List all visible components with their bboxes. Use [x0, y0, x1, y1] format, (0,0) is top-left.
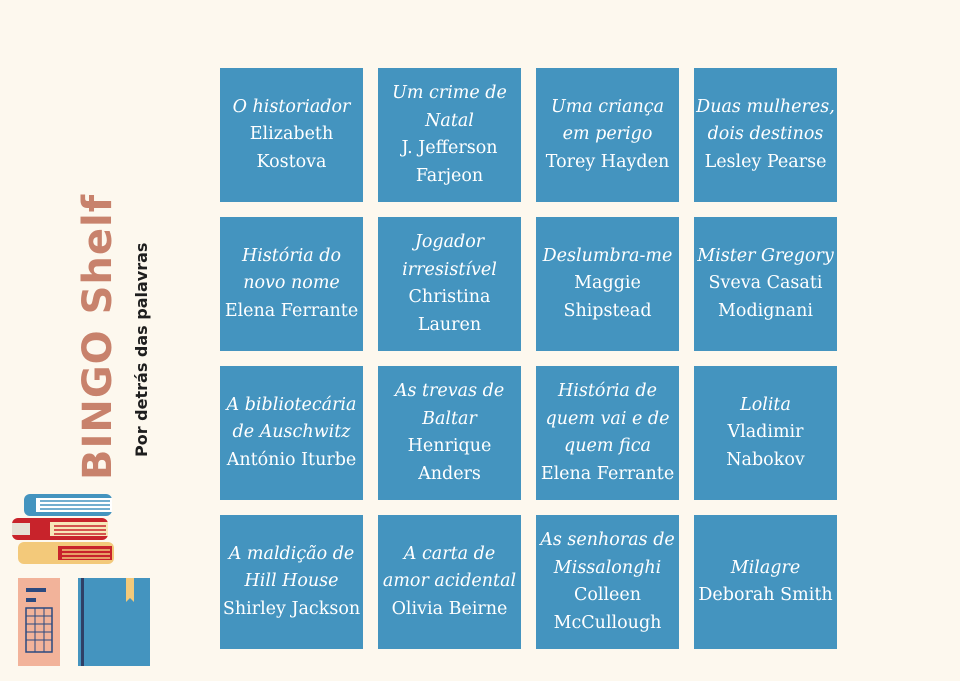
book-title: Milagre	[730, 557, 801, 578]
book-title: Duas mulheres, dois destinos	[696, 96, 835, 145]
bingo-cell-12[interactable]: Lolita Vladimir Nabokov	[694, 366, 837, 500]
book-author: Olivia Beirne	[391, 598, 508, 619]
bingo-cell-10[interactable]: As trevas de Baltar Henrique Anders	[378, 366, 521, 500]
book-title: Jogador irresistível	[402, 232, 497, 280]
bingo-cell-13[interactable]: A maldição de Hill House Shirley Jackson	[220, 515, 363, 649]
bingo-cell-3[interactable]: Uma criança em perigo Torey Hayden	[536, 68, 679, 202]
bingo-cell-2[interactable]: Um crime de Natal J. Jefferson Farjeon	[378, 68, 521, 202]
book-author: Sveva Casati Modignani	[708, 273, 823, 321]
bingo-cell-9[interactable]: A bibliotecária de Auschwitz António Itu…	[220, 366, 363, 500]
bingo-cell-4[interactable]: Duas mulheres, dois destinos Lesley Pear…	[694, 68, 837, 202]
bingo-cell-1[interactable]: O historiador Elizabeth Kostova	[220, 68, 363, 202]
book-author: Shirley Jackson	[222, 598, 361, 619]
page-title: BINGO Shelf	[75, 193, 121, 480]
book-author: Vladimir Nabokov	[726, 422, 805, 470]
bingo-cell-5[interactable]: História do novo nome Elena Ferrante	[220, 217, 363, 351]
bingo-cell-14[interactable]: A carta de amor acidental Olivia Beirne	[378, 515, 521, 649]
book-title: Deslumbra-me	[542, 245, 673, 266]
book-author: Maggie Shipstead	[563, 273, 652, 321]
stacked-books-icon	[12, 494, 114, 564]
book-title: As trevas de Baltar	[394, 381, 505, 429]
book-title: Mister Gregory	[697, 245, 834, 266]
book-author: António Iturbe	[226, 449, 357, 470]
book-title: A bibliotecária de Auschwitz	[226, 394, 357, 443]
book-title: História de quem vai e de quem fica	[545, 381, 670, 456]
book-author: Elizabeth Kostova	[249, 124, 334, 172]
bingo-grid: O historiador Elizabeth Kostova Um crime…	[220, 68, 837, 649]
book-title: As senhoras de Missalonghi	[540, 530, 675, 578]
book-title: Uma criança em perigo	[550, 96, 665, 145]
book-title: O historiador	[232, 96, 351, 117]
book-author: Deborah Smith	[698, 585, 833, 605]
book-title: A maldição de Hill House	[228, 543, 355, 592]
book-author: Torey Hayden	[545, 151, 670, 172]
book-author: Christina Lauren	[408, 287, 491, 335]
notebook-icon	[18, 578, 60, 666]
book-author: Colleen McCullough	[553, 585, 662, 633]
book-author: Elena Ferrante	[224, 300, 359, 321]
bingo-cell-16[interactable]: Milagre Deborah Smith	[694, 515, 837, 649]
book-author: Lesley Pearse	[704, 151, 827, 172]
title-block: BINGO Shelf Por detrás das palavras	[68, 193, 158, 480]
bingo-cell-11[interactable]: História de quem vai e de quem fica Elen…	[536, 366, 679, 500]
book-title: Um crime de Natal	[392, 83, 507, 131]
book-title: Lolita	[740, 394, 791, 415]
page-subtitle: Por detrás das palavras	[132, 242, 151, 457]
book-author: J. Jefferson Farjeon	[401, 138, 498, 186]
bingo-cell-8[interactable]: Mister Gregory Sveva Casati Modignani	[694, 217, 837, 351]
book-author: Elena Ferrante	[540, 463, 675, 484]
bingo-cell-7[interactable]: Deslumbra-me Maggie Shipstead	[536, 217, 679, 351]
book-author: Henrique Anders	[407, 436, 492, 484]
bingo-cell-6[interactable]: Jogador irresistível Christina Lauren	[378, 217, 521, 351]
bingo-cell-15[interactable]: As senhoras de Missalonghi Colleen McCul…	[536, 515, 679, 649]
blue-book-icon	[78, 578, 150, 666]
book-title: História do novo nome	[241, 245, 342, 294]
book-title: A carta de amor acidental	[382, 543, 517, 592]
